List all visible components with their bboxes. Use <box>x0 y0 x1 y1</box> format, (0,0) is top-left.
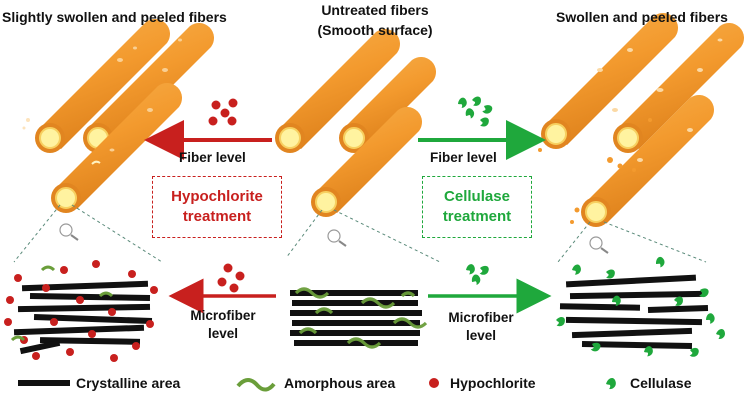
hypochlorite-treatment-line2: treatment <box>182 208 252 225</box>
right-header: Swollen and peeled fibers <box>556 9 728 25</box>
cellulase-cluster-top <box>456 95 494 129</box>
center-header-line2: (Smooth surface) <box>317 22 433 38</box>
left-microfiber-bundle <box>4 260 158 362</box>
fiber <box>581 95 714 227</box>
magnifier-icon <box>589 236 609 254</box>
legend-crystalline-label: Crystalline area <box>76 375 181 391</box>
right-microfiber-level-line2: level <box>465 328 497 343</box>
legend-cellulase-label: Cellulase <box>630 375 692 391</box>
legend-crystalline-swatch <box>18 380 70 386</box>
magnifier-icon <box>59 223 79 241</box>
magnifier-icon <box>327 229 347 247</box>
center-fiber-bundle <box>275 29 437 217</box>
hypochlorite-cluster-bottom <box>217 263 245 293</box>
left-header: Slightly swollen and peeled fibers <box>2 9 227 25</box>
cellulase-treatment-line2: treatment <box>442 208 512 225</box>
fiber <box>541 12 679 149</box>
left-microfiber-level-line2: level <box>207 326 239 341</box>
cellulase-treatment-line1: Cellulase <box>444 188 510 205</box>
legend-cellulase-swatch <box>605 377 617 390</box>
fiber <box>35 18 171 153</box>
right-microfiber-level-line1: Microfiber <box>448 310 514 325</box>
cellulase-treatment-box: Cellulase treatment <box>422 176 532 238</box>
legend-hypochlorite-label: Hypochlorite <box>450 375 536 391</box>
fiber <box>339 56 437 153</box>
center-microfiber-bundle <box>290 287 428 349</box>
hypochlorite-cluster-top <box>208 98 238 126</box>
fiber <box>275 29 400 153</box>
legend-hypochlorite-swatch <box>429 378 439 388</box>
zoom-lines <box>13 204 707 263</box>
center-header-line1: Untreated fibers <box>321 2 429 18</box>
left-microfiber-level-line1: Microfiber <box>190 308 256 323</box>
right-fiber-level-label: Fiber level <box>430 150 497 165</box>
legend-amorphous-label: Amorphous area <box>284 375 396 391</box>
hypochlorite-treatment-line1: Hypochlorite <box>171 188 263 205</box>
left-fiber-level-label: Fiber level <box>179 150 246 165</box>
legend-symbols <box>18 377 617 392</box>
fiber <box>311 107 422 217</box>
legend-amorphous-swatch <box>236 378 276 392</box>
fiber <box>613 23 744 153</box>
hypochlorite-treatment-box: Hypochlorite treatment <box>152 176 282 238</box>
right-microfiber-bundle <box>554 255 726 359</box>
cellulase-cluster-bottom <box>464 263 491 287</box>
right-fiber-bundle <box>538 12 744 227</box>
